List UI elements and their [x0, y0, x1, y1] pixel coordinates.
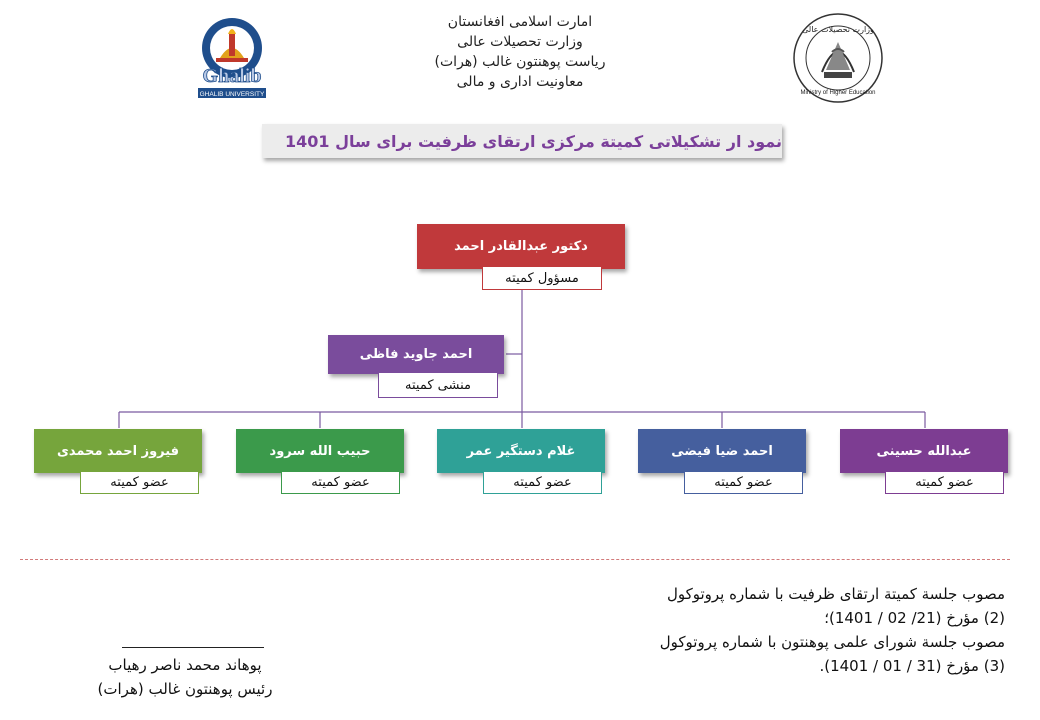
secretary-name: احمد جاوید فاظی — [359, 347, 473, 362]
member-node-4: احمد ضیا فیضی — [638, 429, 806, 473]
signature-name: پوهاند محمد ناصر رهیاب — [108, 656, 262, 674]
member-node-5: عبدالله حسینی — [840, 429, 1008, 473]
header-line-ministry: وزارت تحصیلات عالی — [457, 34, 583, 50]
ghalib-university-logo: Ghalib GHALIB UNIVERSITY — [192, 14, 272, 100]
header-text: امارت اسلامی افغانستان وزارت تحصیلات عال… — [330, 12, 710, 92]
member-role-box-4: عضو کمیته — [684, 471, 803, 494]
secretary-role-box: منشی کمیته — [378, 372, 498, 398]
dashed-separator — [20, 559, 1010, 560]
member-role-4: عضو کمیته — [714, 475, 773, 490]
head-role-box: مسؤول کمیته — [482, 266, 602, 290]
diagram-title: نمود ار تشکیلاتی کمیتة مرکزی ارتقای ظرفی… — [285, 132, 782, 151]
head-role: مسؤول کمیته — [505, 270, 579, 286]
signature-block: پوهاند محمد ناصر رهیاب رئیس پوهنتون غالب… — [40, 653, 330, 701]
member-name-2: حبیب الله سرود — [269, 443, 371, 459]
member-role-box-5: عضو کمیته — [885, 471, 1004, 494]
member-name-1: فیروز احمد محمدی — [56, 443, 180, 459]
ministry-higher-education-seal: وزارت تحصیلات عالی Ministry of Higher Ed… — [792, 12, 884, 104]
member-name-4: احمد ضیا فیضی — [671, 443, 773, 459]
secretary-role: منشی کمیته — [405, 377, 471, 393]
member-role-2: عضو کمیته — [311, 475, 370, 490]
secretary-node: احمد جاوید فاظی — [328, 335, 504, 374]
approval-line-4: (3) مؤرخ (31 / 01 / 1401). — [819, 657, 1005, 675]
seal-bottom-text: Ministry of Higher Education — [800, 90, 875, 96]
member-role-box-1: عضو کمیته — [80, 471, 199, 494]
header-line-university: ریاست پوهنتون غالب (هرات) — [434, 54, 606, 70]
head-name: دکتور عبدالقادر احمد — [454, 239, 588, 254]
seal-top-text: وزارت تحصیلات عالی — [802, 25, 874, 34]
approval-notes: مصوب جلسة کمیتة ارتقای ظرفیت با شماره پر… — [470, 582, 1005, 678]
logo-ghalib-sub: GHALIB UNIVERSITY — [200, 91, 265, 98]
signature-title: رئیس پوهنتون غالب (هرات) — [97, 680, 273, 698]
member-name-3: غلام دستگیر عمر — [466, 443, 576, 459]
member-node-1: فیروز احمد محمدی — [34, 429, 202, 473]
member-role-box-3: عضو کمیته — [483, 471, 602, 494]
header-line-country: امارت اسلامی افغانستان — [447, 14, 593, 30]
member-node-3: غلام دستگیر عمر — [437, 429, 605, 473]
member-name-5: عبدالله حسینی — [876, 443, 972, 459]
member-role-3: عضو کمیته — [513, 475, 572, 490]
header-line-deputy: معاونیت اداری و مالی — [456, 74, 584, 90]
approval-line-1: مصوب جلسة کمیتة ارتقای ظرفیت با شماره پر… — [666, 585, 1005, 603]
member-role-5: عضو کمیته — [915, 475, 974, 490]
approval-line-2: (2) مؤرخ (21/ 02 / 1401)؛ — [824, 609, 1005, 627]
signature-line — [122, 647, 264, 648]
approval-line-3: مصوب جلسة شورای علمی پوهنتون با شماره پر… — [659, 633, 1005, 651]
title-box — [262, 124, 782, 158]
member-role-1: عضو کمیته — [110, 475, 169, 490]
member-node-2: حبیب الله سرود — [236, 429, 404, 473]
member-role-box-2: عضو کمیته — [281, 471, 400, 494]
logo-ghalib-text: Ghalib — [203, 65, 262, 87]
head-node: دکتور عبدالقادر احمد — [417, 224, 625, 269]
